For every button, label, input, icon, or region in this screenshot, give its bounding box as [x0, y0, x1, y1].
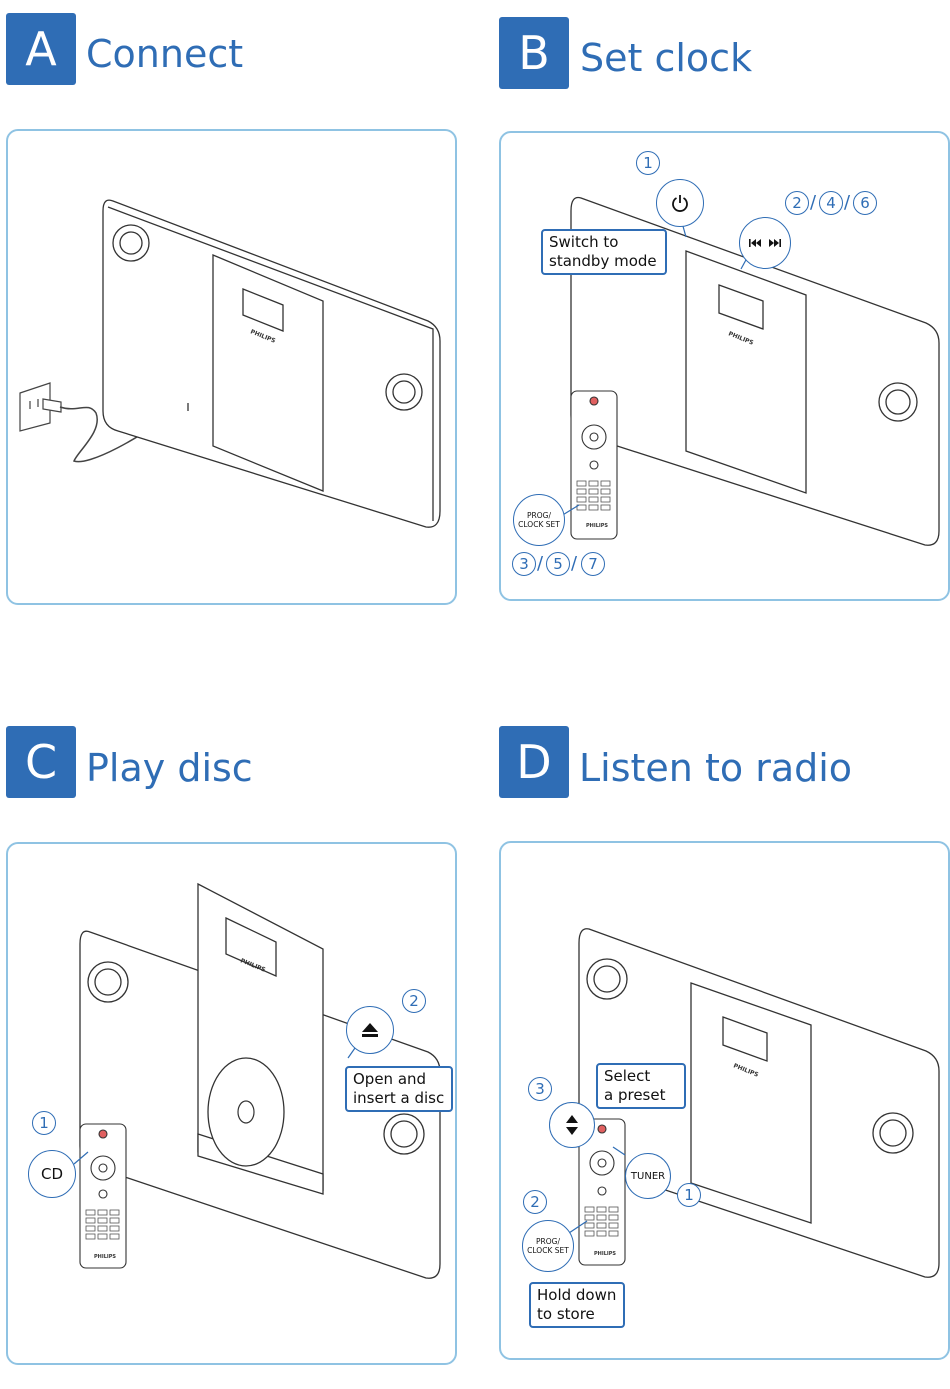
prog-clock-set-bubble: PROG/ CLOCK SET [522, 1220, 574, 1272]
section-a-title: Connect [86, 32, 244, 76]
power-button-bubble [656, 179, 704, 227]
section-b-letter: B [499, 17, 569, 89]
step-1-badge: 1 [677, 1183, 701, 1207]
svg-text:PHILIPS: PHILIPS [594, 1251, 616, 1257]
set-clock-illustration: PHILIPS PHILIPS [560, 196, 940, 546]
section-b-title: Set clock [580, 36, 753, 80]
step-5-badge: 5 [546, 552, 570, 576]
cd-button-bubble: CD [28, 1150, 76, 1198]
section-c-title: Play disc [86, 746, 253, 790]
slash: / [571, 553, 578, 574]
tuner-button-bubble: TUNER [625, 1153, 671, 1199]
remote-control [578, 1118, 626, 1266]
connect-illustration: PHILIPS [19, 199, 441, 528]
remote-control [570, 390, 618, 540]
panel-play-disc: PHILIPS PHILIPS 2 Open and insert a disc… [6, 842, 457, 1365]
remote-control [79, 1123, 127, 1269]
step-3-badge: 3 [528, 1077, 552, 1101]
micro-system: PHILIPS [570, 196, 940, 546]
micro-system: PHILIPS [102, 199, 441, 528]
slash: / [844, 192, 851, 213]
standby-callout: Switch to standby mode [541, 229, 667, 275]
open-insert-callout: Open and insert a disc [345, 1066, 453, 1112]
prev-next-icon [749, 239, 781, 247]
micro-system: PHILIPS [578, 928, 940, 1278]
eject-button-bubble [346, 1006, 394, 1054]
wall-socket-icon [19, 382, 62, 432]
step-2-badge: 2 [785, 191, 809, 215]
eject-icon [362, 1023, 378, 1037]
power-icon [672, 195, 688, 212]
power-cord [59, 400, 189, 463]
up-down-bubble [549, 1102, 595, 1148]
section-d-letter: D [499, 726, 569, 798]
section-a-letter: A [6, 13, 76, 85]
step-6-badge: 6 [853, 191, 877, 215]
svg-text:PHILIPS: PHILIPS [586, 523, 608, 529]
listen-radio-illustration: PHILIPS PHILIPS [568, 928, 940, 1278]
step-7-badge: 7 [581, 552, 605, 576]
select-preset-callout: Select a preset [596, 1063, 686, 1109]
panel-connect: PHILIPS [6, 129, 457, 605]
play-disc-illustration: PHILIPS PHILIPS [73, 882, 441, 1279]
section-d-title: Listen to radio [579, 746, 853, 790]
slash: / [537, 553, 544, 574]
panel-set-clock: PHILIPS PHILIPS 1 2 / 4 / 6 [499, 131, 950, 601]
step-4-badge: 4 [819, 191, 843, 215]
step-1-badge: 1 [636, 151, 660, 175]
svg-text:PHILIPS: PHILIPS [94, 1254, 116, 1260]
step-2-badge: 2 [402, 989, 426, 1013]
prog-clock-set-bubble: PROG/ CLOCK SET [513, 494, 565, 546]
panel-listen-radio: PHILIPS PHILIPS Select a preset 3 TUNER … [499, 841, 950, 1360]
section-c-letter: C [6, 726, 76, 798]
skip-buttons-bubble [739, 217, 791, 269]
step-3-badge: 3 [512, 552, 536, 576]
up-down-arrows-icon [566, 1115, 578, 1135]
hold-store-callout: Hold down to store [529, 1282, 625, 1328]
remote-keypad [576, 480, 611, 511]
step-1-badge: 1 [32, 1111, 56, 1135]
slash: / [810, 192, 817, 213]
step-2-badge: 2 [523, 1190, 547, 1214]
